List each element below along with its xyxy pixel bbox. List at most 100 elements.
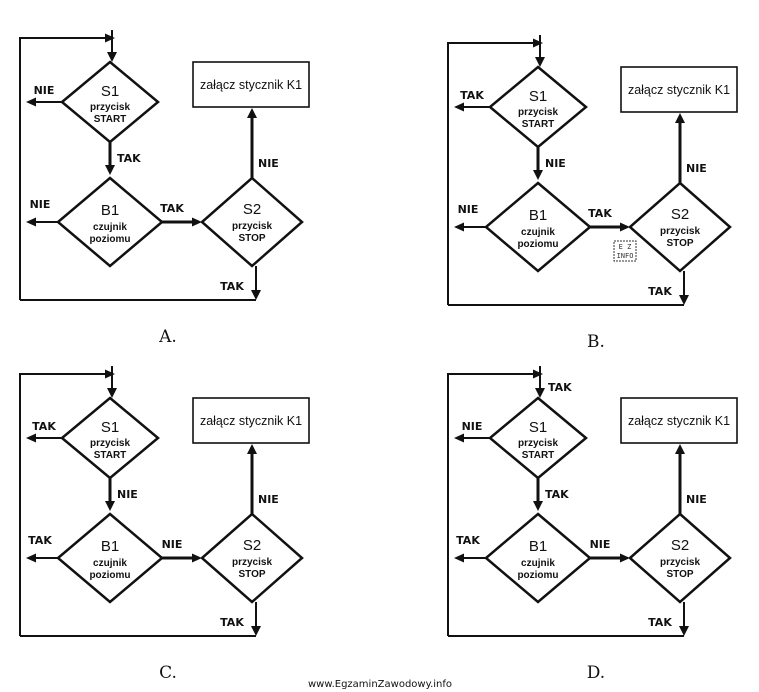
b1-left-arrow-icon: [454, 222, 464, 232]
loop-line: [19, 373, 108, 636]
k1-action-box: [192, 397, 310, 444]
s1-left-label: TAK: [460, 89, 484, 102]
k1-action-label: załącz stycznik K1: [200, 78, 302, 92]
s2-label: STOP: [666, 238, 693, 249]
loop-arrow-icon: [533, 38, 543, 48]
b1-right-label: TAK: [588, 207, 612, 220]
s1-left-arrow-icon: [454, 433, 464, 443]
s2-diamond: [628, 181, 732, 273]
entry-label: TAK: [548, 381, 572, 394]
b1-name: B1: [101, 202, 119, 219]
s2-label: STOP: [238, 233, 265, 244]
b1-name: B1: [529, 207, 547, 224]
watermark: www.EgzaminZawodowy.info: [308, 679, 452, 690]
s2-up-arrow-icon: [247, 444, 257, 454]
entry-arrow-icon: [107, 388, 117, 398]
b1-diamond: [56, 512, 164, 604]
s1-down-arrow-icon: [533, 170, 543, 180]
icon-text-top: E Z: [619, 243, 632, 251]
b1-label: poziomu: [517, 570, 558, 581]
s2-type: przycisk: [232, 221, 272, 232]
s1-type: przycisk: [518, 107, 558, 118]
s1-left-label: NIE: [34, 84, 55, 97]
s2-down-label: TAK: [220, 280, 244, 293]
s1-left-arrow-icon: [454, 102, 464, 112]
s1-left-label: TAK: [32, 420, 56, 433]
k1-action-box: [620, 66, 738, 113]
flowchart-option-d: S1przyciskSTARTNIETAKB1czujnikpoziomuTAK…: [447, 366, 738, 683]
s1-left-arrow-icon: [26, 433, 36, 443]
s1-down-arrow-icon: [105, 165, 115, 175]
s1-label: START: [94, 114, 127, 125]
b1-right-arrow-icon: [620, 222, 630, 232]
s2-up-arrow-icon: [675, 444, 685, 454]
s1-label: START: [94, 450, 127, 461]
b1-name: B1: [529, 538, 547, 555]
b1-diamond: [56, 176, 164, 268]
s2-label: STOP: [238, 569, 265, 580]
s2-type: przycisk: [660, 557, 700, 568]
s2-down-label: TAK: [648, 616, 672, 629]
ez-info-icon: E Z INFO: [613, 240, 637, 262]
s2-type: przycisk: [232, 557, 272, 568]
s2-diamond: [200, 512, 304, 604]
s2-down-arrow-icon: [251, 626, 261, 636]
s2-down-arrow-icon: [679, 295, 689, 305]
s2-down-label: TAK: [648, 285, 672, 298]
b1-diamond: [484, 181, 592, 273]
k1-action-box: [192, 61, 310, 108]
s1-left-arrow-icon: [26, 97, 36, 107]
s1-down-arrow-icon: [105, 501, 115, 511]
b1-left-arrow-icon: [26, 217, 36, 227]
entry-arrow-icon: [107, 52, 117, 62]
option-letter: D.: [587, 663, 605, 683]
s2-up-label: NIE: [686, 162, 707, 175]
s1-label: START: [522, 119, 555, 130]
b1-label: poziomu: [89, 570, 130, 581]
b1-right-label: TAK: [160, 202, 184, 215]
b1-left-label: TAK: [456, 534, 480, 547]
entry-arrow-icon: [535, 57, 545, 67]
loop-line: [19, 37, 108, 300]
k1-action-label: załącz stycznik K1: [628, 83, 730, 97]
k1-action-label: załącz stycznik K1: [200, 414, 302, 428]
s1-name: S1: [529, 88, 547, 105]
s2-diamond: [200, 176, 304, 268]
b1-right-arrow-icon: [192, 553, 202, 563]
icon-text-bottom: INFO: [617, 252, 634, 260]
b1-type: czujnik: [521, 558, 555, 569]
s1-down-label: NIE: [545, 157, 566, 170]
b1-type: czujnik: [93, 558, 127, 569]
entry-arrow-icon: [535, 388, 545, 398]
s2-down-arrow-icon: [679, 626, 689, 636]
s1-down-label: NIE: [117, 488, 138, 501]
loop-line: [447, 42, 536, 305]
b1-label: poziomu: [89, 234, 130, 245]
s2-up-arrow-icon: [675, 113, 685, 123]
s1-type: przycisk: [518, 438, 558, 449]
k1-action-box: [620, 397, 738, 444]
b1-type: czujnik: [93, 222, 127, 233]
s1-name: S1: [101, 83, 119, 100]
s1-down-label: TAK: [117, 152, 141, 165]
b1-left-label: NIE: [458, 203, 479, 216]
s1-down-label: TAK: [545, 488, 569, 501]
loop-line: [447, 373, 536, 636]
s2-name: S2: [671, 537, 689, 554]
s2-label: STOP: [666, 569, 693, 580]
s1-down-arrow-icon: [533, 501, 543, 511]
flowchart-option-c: S1przyciskSTARTTAKNIEB1czujnikpoziomuTAK…: [19, 366, 310, 683]
b1-right-label: NIE: [590, 538, 611, 551]
s2-up-label: NIE: [258, 157, 279, 170]
b1-label: poziomu: [517, 239, 558, 250]
b1-right-arrow-icon: [620, 553, 630, 563]
loop-arrow-icon: [533, 369, 543, 379]
s2-name: S2: [243, 201, 261, 218]
s1-label: START: [522, 450, 555, 461]
b1-left-arrow-icon: [454, 553, 464, 563]
s2-name: S2: [243, 537, 261, 554]
s2-up-label: NIE: [258, 493, 279, 506]
b1-left-label: NIE: [30, 198, 51, 211]
